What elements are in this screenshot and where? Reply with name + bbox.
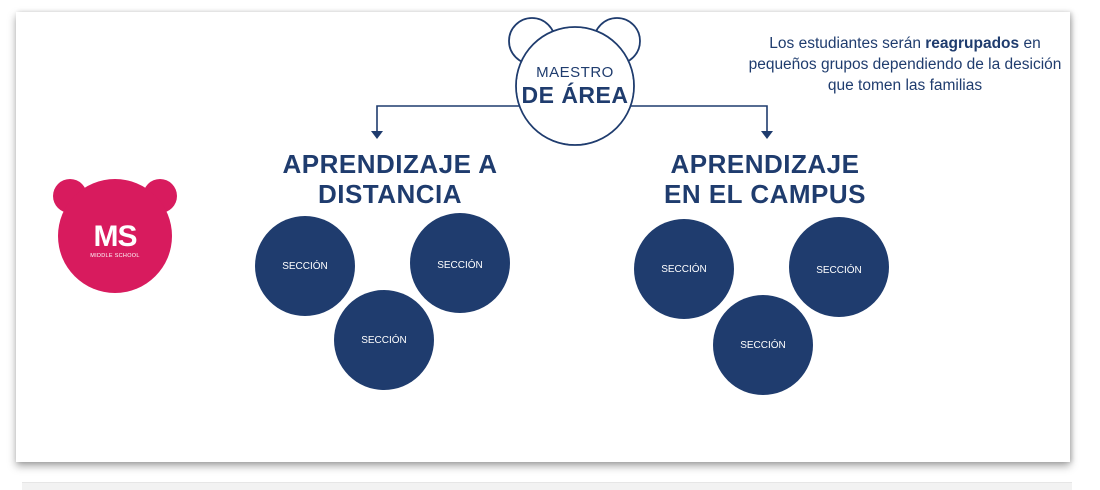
heading-distance-learning: APRENDIZAJE A DISTANCIA xyxy=(260,149,520,209)
section-circle: SECCIÓN xyxy=(789,217,889,317)
section-label: SECCIÓN xyxy=(661,262,707,275)
arrow-down-left-icon xyxy=(371,131,383,139)
note-text-bold: reagrupados xyxy=(925,35,1020,52)
regrouping-note: Los estudiantes serán reagrupados en peq… xyxy=(740,33,1070,96)
arrow-heads xyxy=(371,131,773,139)
logo-subtitle: MIDDLE SCHOOL xyxy=(90,253,139,259)
note-text-start: Los estudiantes serán xyxy=(769,35,926,52)
next-slide-edge xyxy=(22,482,1072,490)
arrow-down-right-icon xyxy=(761,131,773,139)
section-circle: SECCIÓN xyxy=(334,290,434,390)
ms-logo xyxy=(53,179,177,293)
heading-right-line2: EN EL CAMPUS xyxy=(664,179,866,209)
logo-initials: MS xyxy=(94,220,137,253)
connector-right xyxy=(630,105,768,132)
top-node-fill xyxy=(517,28,633,144)
section-label: SECCIÓN xyxy=(816,263,862,276)
branch-right-sections: SECCIÓN SECCIÓN SECCIÓN xyxy=(634,217,889,395)
section-label: SECCIÓN xyxy=(282,259,328,272)
section-circle: SECCIÓN xyxy=(255,216,355,316)
top-node-line1: MAESTRO xyxy=(536,64,614,81)
top-node-line2: DE ÁREA xyxy=(521,81,628,108)
section-circle: SECCIÓN xyxy=(634,219,734,319)
section-label: SECCIÓN xyxy=(437,258,483,271)
section-circle: SECCIÓN xyxy=(410,213,510,313)
section-label: SECCIÓN xyxy=(740,338,786,351)
note-text-end: en pequeños grupos dependiendo de la des… xyxy=(748,35,1062,94)
logo-head xyxy=(58,179,172,293)
section-circle: SECCIÓN xyxy=(713,295,813,395)
connector-lines xyxy=(376,105,768,132)
heading-left-line1: APRENDIZAJE A xyxy=(282,149,498,179)
branch-left-sections: SECCIÓN SECCIÓN SECCIÓN xyxy=(255,213,510,390)
section-label: SECCIÓN xyxy=(361,333,407,346)
heading-right-line1: APRENDIZAJE xyxy=(670,149,860,179)
connector-left xyxy=(376,105,520,132)
heading-campus-learning: APRENDIZAJE EN EL CAMPUS xyxy=(640,149,890,209)
heading-left-line2: DISTANCIA xyxy=(317,179,463,209)
